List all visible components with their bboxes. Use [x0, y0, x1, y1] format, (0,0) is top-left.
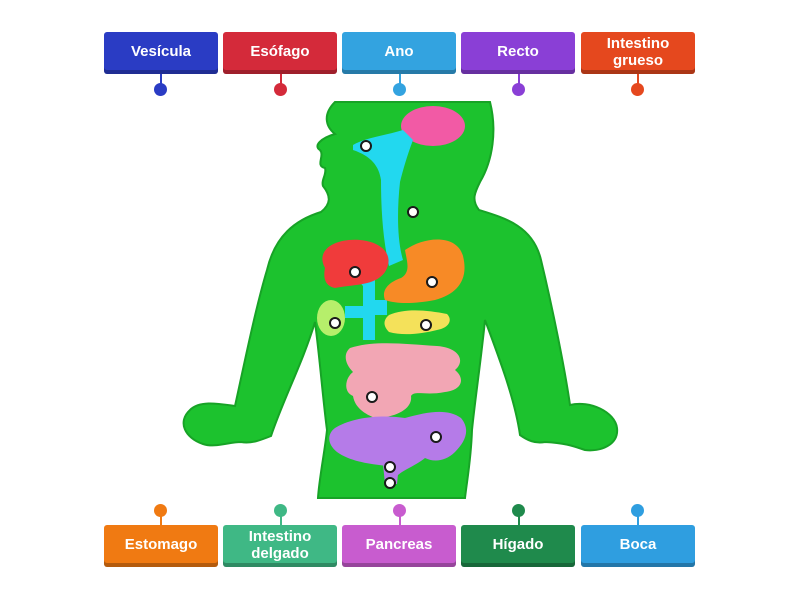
drop-target-pin[interactable]: [349, 266, 361, 278]
drag-handle-knob[interactable]: [274, 504, 287, 517]
drop-target-pin[interactable]: [384, 461, 396, 473]
drag-handle-knob[interactable]: [393, 83, 406, 96]
organ-duct: [345, 270, 387, 340]
label-vesicula[interactable]: Vesícula: [104, 32, 218, 74]
organ-liver: [322, 239, 389, 288]
label-recto[interactable]: Recto: [461, 32, 575, 74]
drag-handle-knob[interactable]: [631, 83, 644, 96]
label-ano[interactable]: Ano: [342, 32, 456, 74]
connector-stem: [399, 74, 401, 88]
label-estomago[interactable]: Estomago: [104, 525, 218, 567]
organ-pancreas: [384, 310, 450, 335]
drag-handle-knob[interactable]: [512, 504, 525, 517]
drop-target-pin[interactable]: [426, 276, 438, 288]
connector-stem: [280, 512, 282, 526]
connector-stem: [280, 74, 282, 88]
connector-stem: [518, 512, 520, 526]
drop-target-pin[interactable]: [407, 206, 419, 218]
connector-stem: [637, 512, 639, 526]
organ-esophagus: [353, 130, 413, 266]
connector-stem: [160, 74, 162, 88]
label-esofago[interactable]: Esófago: [223, 32, 337, 74]
organ-stomach: [383, 239, 465, 303]
drag-handle-knob[interactable]: [393, 504, 406, 517]
drop-target-pin[interactable]: [420, 319, 432, 331]
drag-handle-knob[interactable]: [274, 83, 287, 96]
label-higado[interactable]: Hígado: [461, 525, 575, 567]
connector-stem: [518, 74, 520, 88]
label-pancreas[interactable]: Pancreas: [342, 525, 456, 567]
label-intestino-grueso[interactable]: Intestino grueso: [581, 32, 695, 74]
label-boca[interactable]: Boca: [581, 525, 695, 567]
drag-handle-knob[interactable]: [512, 83, 525, 96]
organ-large-intestine: [329, 411, 467, 478]
digestive-system-diagram: [182, 101, 619, 499]
label-intestino-delgado[interactable]: Intestino delgado: [223, 525, 337, 567]
drag-handle-knob[interactable]: [154, 83, 167, 96]
drop-target-pin[interactable]: [366, 391, 378, 403]
connector-stem: [160, 512, 162, 526]
drop-target-pin[interactable]: [384, 477, 396, 489]
drop-target-pin[interactable]: [360, 140, 372, 152]
connector-stem: [637, 74, 639, 88]
connector-stem: [399, 512, 401, 526]
drop-target-pin[interactable]: [329, 317, 341, 329]
drag-handle-knob[interactable]: [631, 504, 644, 517]
drag-handle-knob[interactable]: [154, 504, 167, 517]
organ-mouth: [401, 106, 465, 146]
drop-target-pin[interactable]: [430, 431, 442, 443]
